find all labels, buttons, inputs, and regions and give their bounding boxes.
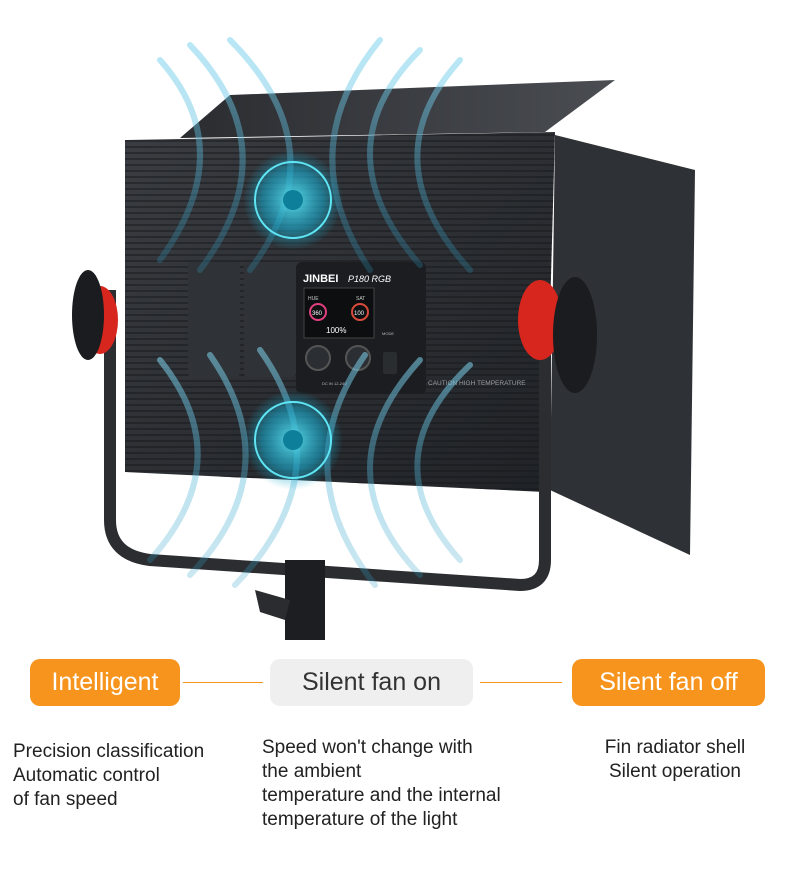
description-line: Speed won't change with [262, 737, 473, 758]
dc-in-label: DC IN 12-24V [322, 381, 347, 386]
intelligent-badge: Intelligent [30, 659, 180, 706]
silent-fan-off-badge: Silent fan off [572, 659, 765, 706]
sat-value: 100 [354, 311, 365, 317]
battery-plate-right [244, 262, 296, 377]
hue-value: 360 [312, 311, 323, 317]
brightness-value: 100% [326, 326, 346, 335]
airflow-waves [147, 37, 473, 588]
top-barn-door [180, 80, 615, 138]
description-line: temperature of the light [262, 809, 458, 830]
description-line: Fin radiator shell [604, 737, 746, 758]
dial-left [305, 345, 331, 371]
connector-line-left [183, 682, 263, 683]
caution-label: CAUTION HIGH TEMPERATURE [428, 380, 526, 387]
left-knob [72, 270, 104, 360]
sat-ring [351, 303, 369, 321]
description-line: Silent operation [608, 761, 742, 782]
power-switch [383, 352, 397, 374]
top-fan-icon [243, 150, 343, 250]
hue-ring [309, 303, 327, 321]
battery-plate-left [188, 262, 240, 377]
silent-fan-on-badge: Silent fan on [270, 659, 473, 706]
mount-pole [285, 560, 325, 640]
right-knob [553, 277, 597, 393]
mode-label: MODE [382, 331, 394, 336]
description-line: of fan speed [13, 789, 118, 810]
description-line: Automatic control [13, 765, 160, 786]
brand-label: JINBEI [303, 273, 338, 285]
intelligent-description: Precision classification Automatic contr… [13, 740, 204, 812]
bottom-fan-icon [243, 390, 343, 490]
hue-label: HUE [308, 296, 319, 302]
connector-line-right [480, 682, 562, 683]
silent-fan-on-description: Speed won't change with the ambient temp… [262, 736, 501, 832]
right-barn-door [550, 135, 695, 555]
sat-label: SAT [356, 296, 365, 302]
silent-fan-off-description: Fin radiator shell Silent operation [600, 736, 750, 784]
right-knob-red-ring [518, 280, 562, 360]
model-label: P180 RGB [348, 274, 391, 284]
led-panel-light-illustration: JINBEI P180 RGB HUE SAT 360 100 100% DC … [72, 37, 695, 640]
description-line: temperature and the internal [262, 785, 501, 806]
description-line: Precision classification [13, 741, 205, 762]
display-screen [303, 287, 375, 339]
clamp-lever [255, 590, 290, 620]
description-line: the ambient [262, 761, 362, 782]
